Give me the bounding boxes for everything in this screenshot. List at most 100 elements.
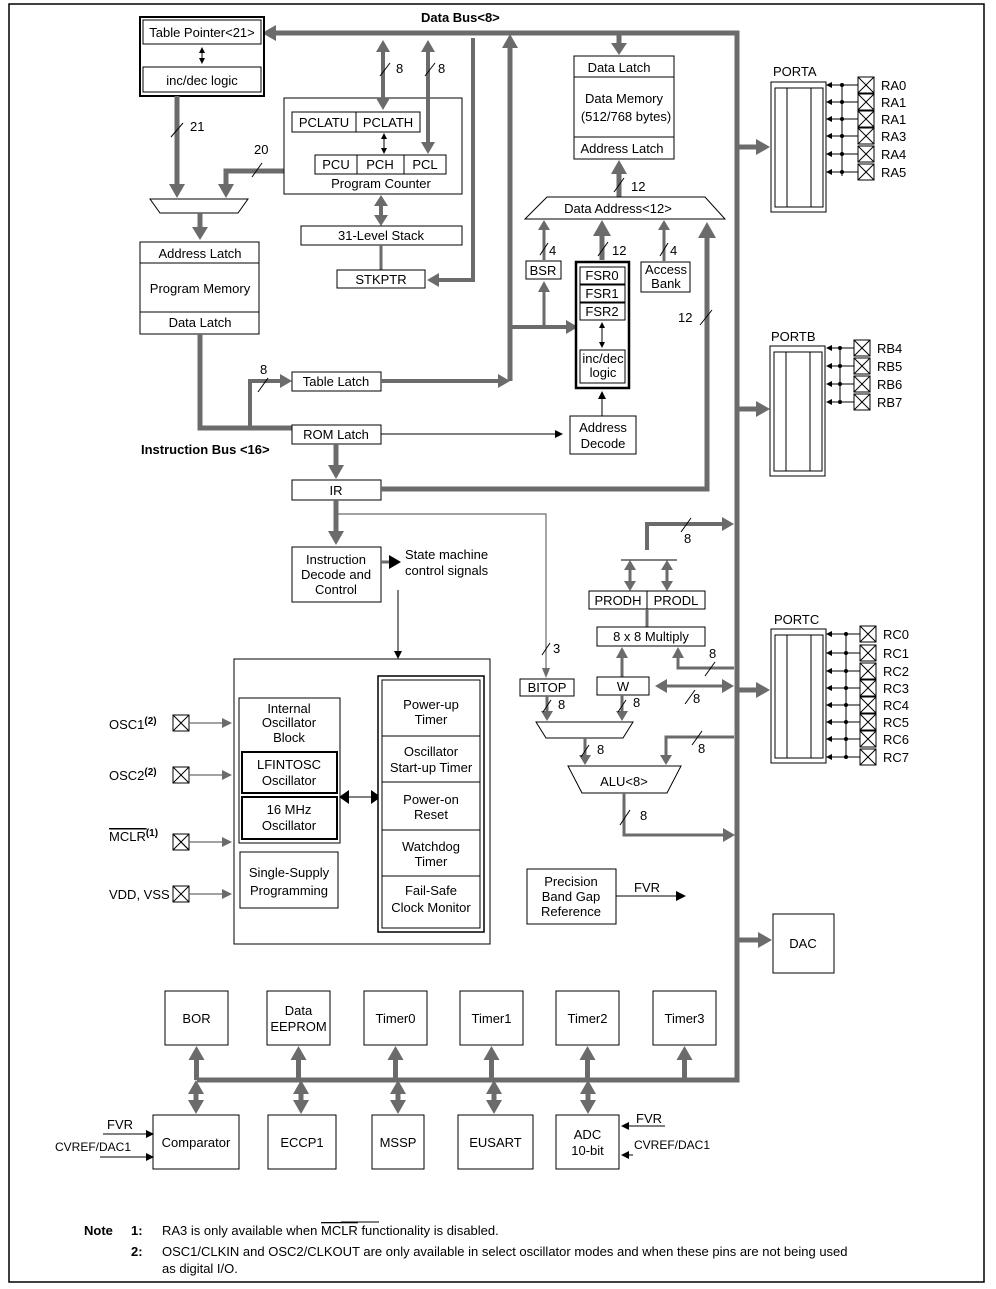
lfintosc-line1: LFINTOSC (257, 757, 321, 772)
prodl-box (646, 590, 706, 610)
top-peripheral-timer1: Timer1 (459, 990, 524, 1080)
bottom-peripheral-label: Comparator (162, 1135, 231, 1150)
prod-bus-width: 8 (684, 531, 691, 546)
top-peripheral-label: Timer0 (376, 1011, 416, 1026)
bottom-peripheral-label: MSSP (380, 1135, 417, 1150)
porta-label: PORTA (773, 64, 817, 79)
top-peripheral-timer2: Timer2 (555, 990, 620, 1080)
port-pins: RA0RA1RA1RA3RA4RA5RB4RB5RB6RB7RC0RC1RC2R… (826, 76, 909, 766)
portc-pin-label: RC4 (883, 698, 909, 713)
timer1-line1: Oscillator (404, 744, 459, 759)
note2-num: 2: (131, 1244, 143, 1259)
porta-pin-ra5: RA5 (826, 163, 906, 181)
instr-decode-line1: Instruction (306, 552, 366, 567)
state-machine-line1: State machine (405, 547, 488, 562)
vdd-vss-label: VDD, VSS (109, 887, 170, 902)
top-peripheral-label: Timer3 (665, 1011, 705, 1026)
timer4-line1: Fail-Safe (405, 883, 457, 898)
portc-pin-rc3: RC3 (826, 679, 909, 697)
fsr2-label: FSR2 (585, 304, 618, 319)
alu-out-width: 8 (640, 808, 647, 823)
portc-block: PORTC (770, 612, 847, 764)
bottom-peripheral-label: EUSART (469, 1135, 522, 1150)
porta-pin-label: RA1 (881, 95, 906, 110)
top-peripheral-label: BOR (182, 1011, 210, 1026)
pcl-label: PCL (412, 157, 437, 172)
band-gap-line1: Precision (544, 874, 597, 889)
portb-pin-label: RB4 (877, 341, 902, 356)
porta-pin-ra3: RA3 (826, 127, 906, 145)
portc-pin-rc1: RC1 (826, 644, 909, 662)
band-gap-box (526, 868, 617, 925)
bottom-peripheral-label: ADC (574, 1127, 601, 1142)
table-latch-label: Table Latch (303, 374, 370, 389)
bitop-label: BITOP (528, 680, 567, 695)
portc-label: PORTC (774, 612, 819, 627)
16mhz-line1: 16 MHz (267, 802, 312, 817)
portb-block: PORTB (769, 329, 841, 477)
portc-pin-rc2: RC2 (826, 662, 909, 680)
pclath-label: PCLATH (363, 115, 413, 130)
comp-cvref-label: CVREF/DAC1 (55, 1140, 131, 1154)
fvr-out-label: FVR (634, 880, 660, 895)
data-memory-block: Data Latch Data Memory (512/768 bytes) A… (573, 55, 675, 160)
pm-data-latch-label: Data Latch (169, 315, 232, 330)
porta-pin-label: RA5 (881, 165, 906, 180)
timers-group: Power-up Timer Oscillator Start-up Timer… (377, 675, 485, 933)
dm-data-latch-label: Data Latch (588, 60, 651, 75)
alu (567, 765, 682, 794)
bitop-bus-width: 3 (553, 641, 560, 656)
data-bus-label: Data Bus<8> (421, 10, 500, 25)
dac-box (772, 913, 835, 974)
multiply-bus-width: 8 (709, 646, 716, 661)
ir-label: IR (330, 483, 343, 498)
diagram-frame (8, 3, 985, 1283)
address-mux (149, 198, 249, 214)
osc-block-line2: Oscillator (262, 715, 317, 730)
access-bank-line1: Access (645, 262, 687, 277)
porta-pin-ra1: RA1 (826, 93, 906, 111)
access-bank-box (640, 261, 691, 293)
band-gap-line2: Band Gap (542, 889, 601, 904)
w-bus-width: 8 (693, 691, 700, 706)
portc-pin-label: RC5 (883, 715, 909, 730)
mclr-label: MCLR(1) (109, 828, 158, 844)
portc-pin-rc0: RC0 (826, 625, 909, 643)
access-bank-bus-width: 4 (670, 243, 677, 258)
bsr-bus-width: 4 (549, 243, 556, 258)
osc-block-line3: Block (273, 730, 305, 745)
address-decode-box (569, 415, 637, 455)
dac-label: DAC (789, 936, 816, 951)
timer3-line1: Watchdog (402, 839, 460, 854)
timer3-line2: Timer (415, 854, 448, 869)
comp-fvr-label: FVR (107, 1117, 133, 1132)
osc2-label: OSC2(2) (109, 767, 157, 783)
dm-address-width: 12 (631, 179, 645, 194)
mux-out-width: 8 (597, 742, 604, 757)
bottom-peripheral-comparator: Comparator (152, 1080, 240, 1170)
single-supply-box (239, 851, 339, 909)
note2-line2: as digital I/O. (162, 1261, 238, 1276)
timer4-line2: Clock Monitor (391, 900, 471, 915)
prodh-label: PRODH (595, 593, 642, 608)
fsr-incdec-line1: inc/dec (582, 351, 624, 366)
program-counter-block: PCLATU PCLATH PCU PCH PCL Program Counte… (283, 97, 463, 195)
portc-pin-label: RC6 (883, 732, 909, 747)
prodl-label: PRODL (654, 593, 699, 608)
ir-bus-width: 12 (678, 310, 692, 325)
pclatu-label: PCLATU (299, 115, 349, 130)
bottom-peripheral-eusart: EUSART (457, 1080, 534, 1170)
portb-pin-label: RB7 (877, 395, 902, 410)
porta-pin-ra4: RA4 (826, 145, 906, 163)
porta-pin-label: RA1 (881, 112, 906, 127)
note-label: Note (84, 1223, 113, 1238)
stack-label: 31-Level Stack (338, 228, 424, 243)
osc1-label: OSC1(2) (109, 716, 157, 732)
portb-pin-label: RB5 (877, 359, 902, 374)
pc-bus-width: 8 (396, 61, 403, 76)
fsr1-label: FSR1 (585, 286, 618, 301)
